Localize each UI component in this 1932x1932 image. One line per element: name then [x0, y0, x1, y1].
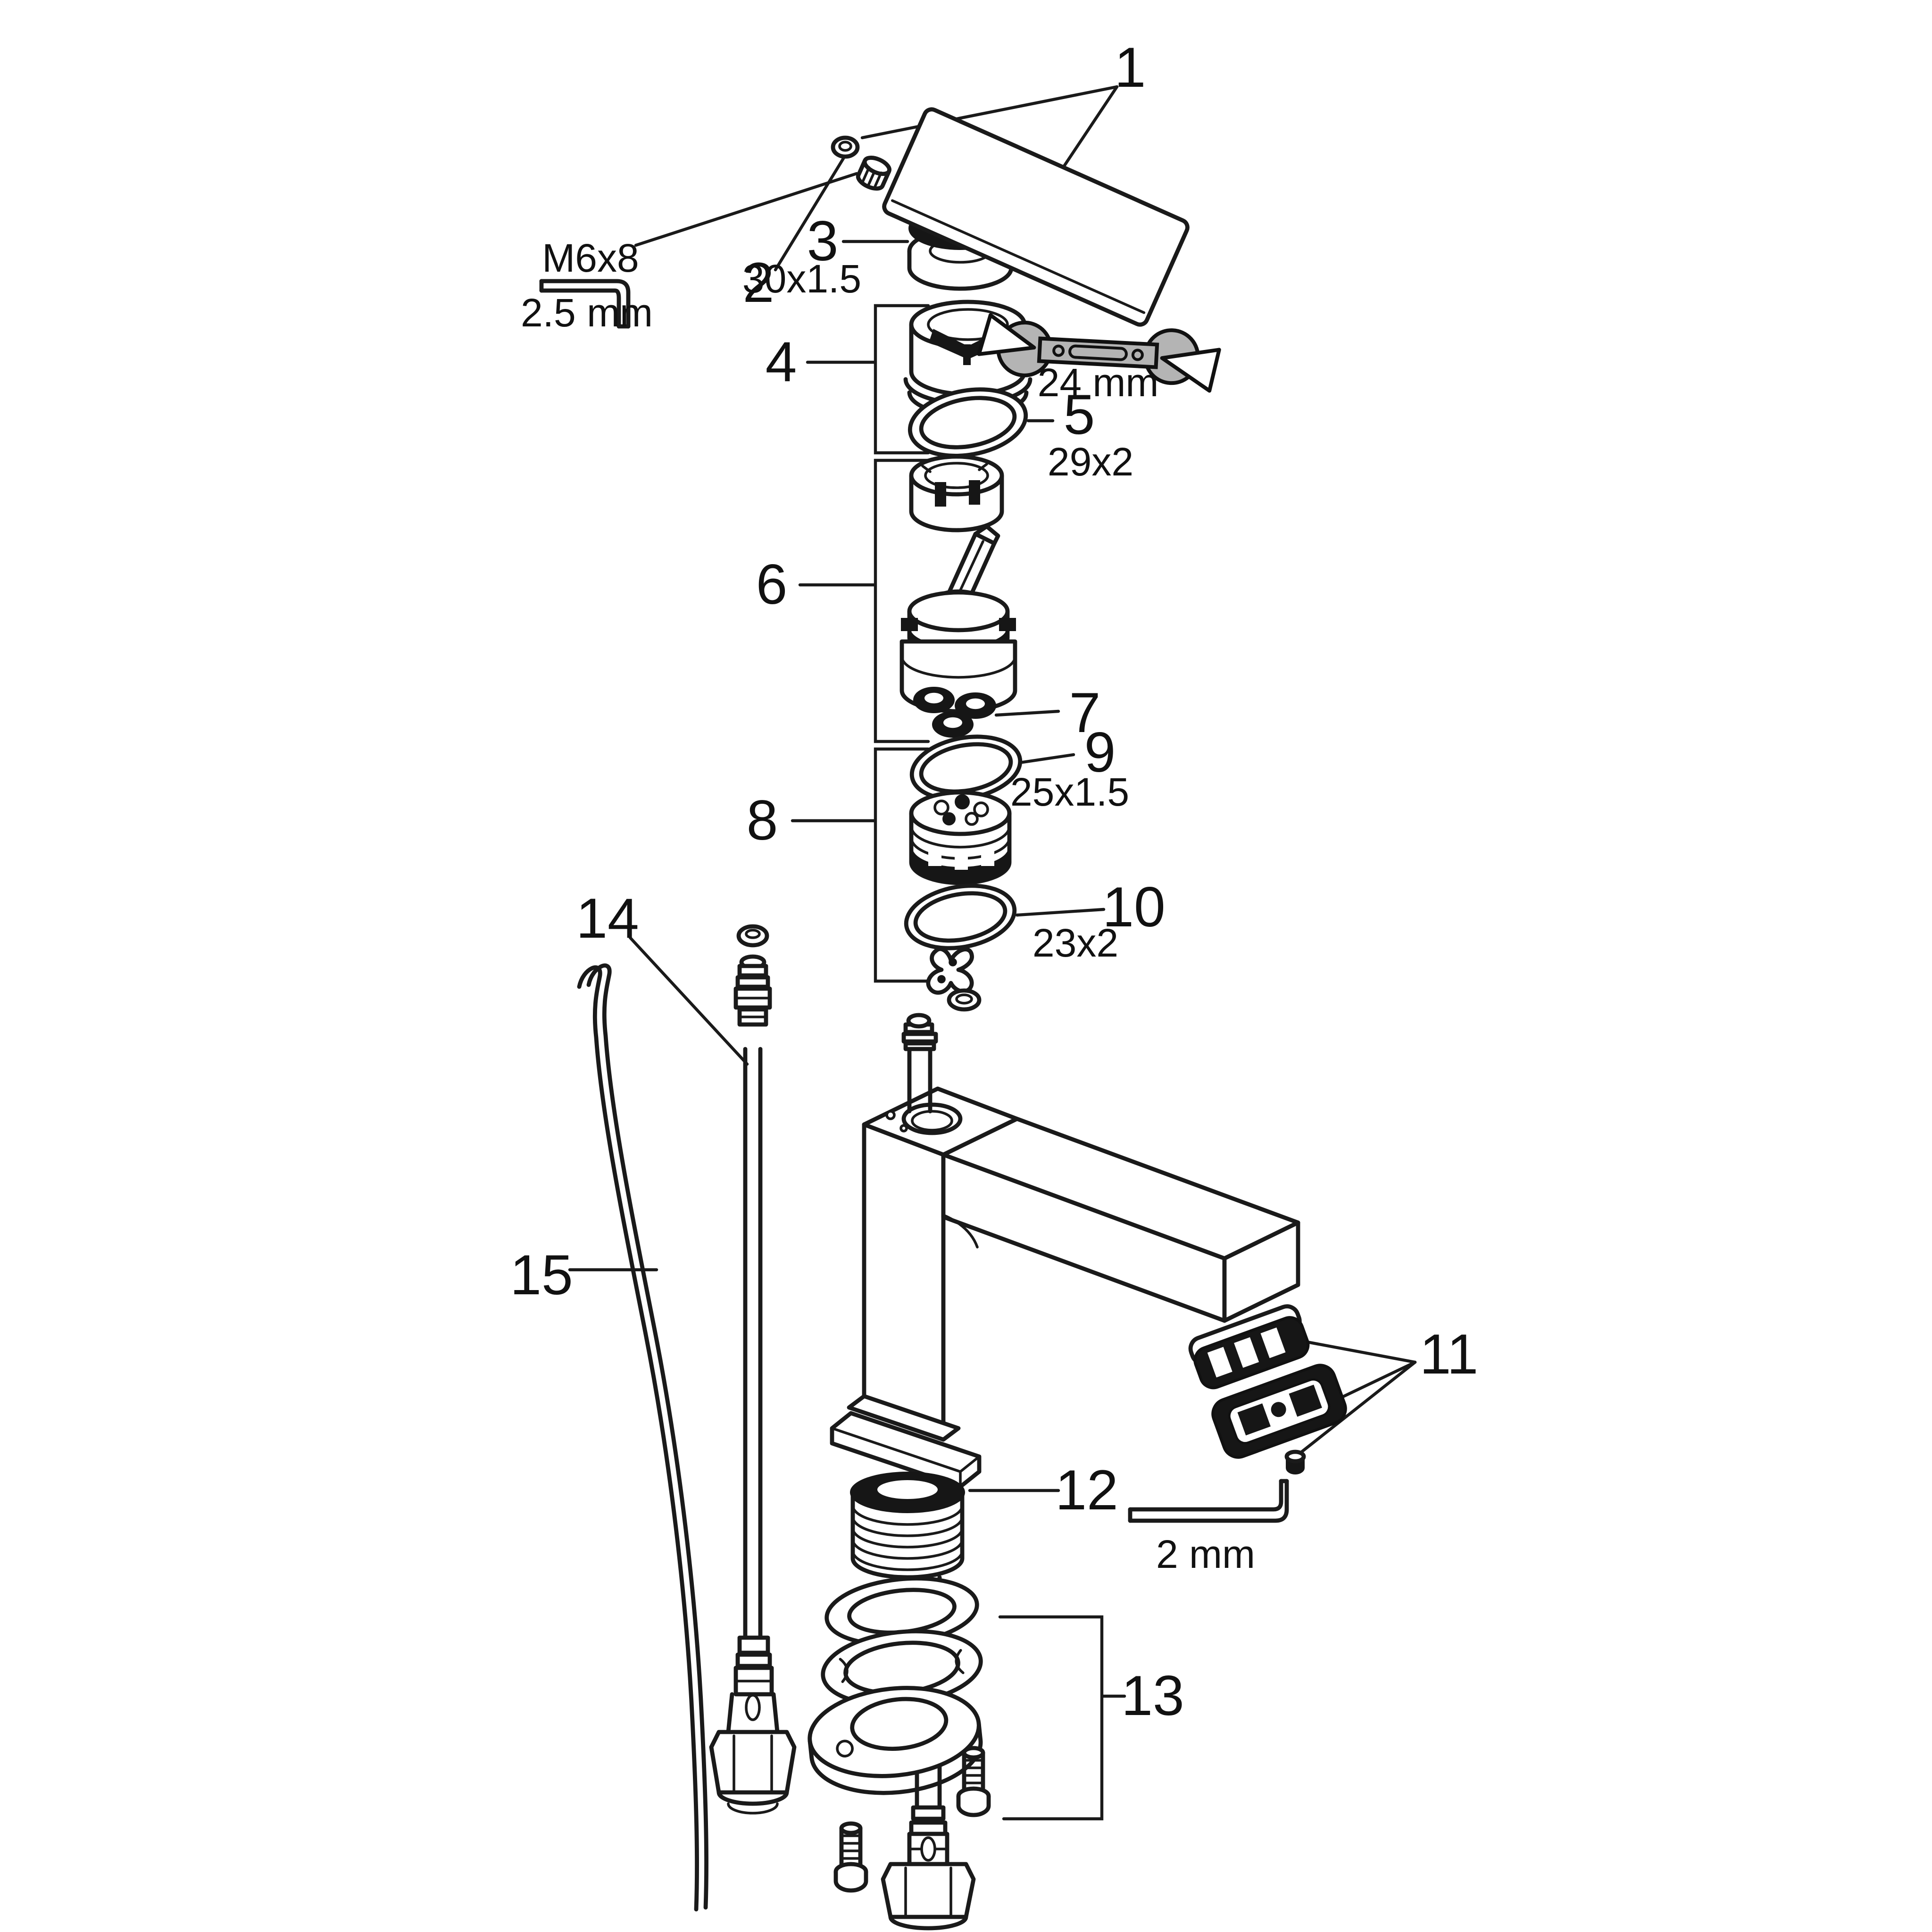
wrench-jaw-left — [977, 313, 1036, 356]
dim-m6x8: M6x8 — [542, 236, 639, 280]
part-label-15: 15 — [510, 1243, 573, 1307]
wrench-24mm-icon — [977, 313, 1221, 393]
part-label-5: 5 — [1064, 383, 1095, 446]
part-6-retaining-ring — [909, 454, 1004, 533]
leader-10 — [1015, 908, 1106, 917]
hex-key-2mm-icon — [1128, 1479, 1289, 1523]
leader-lines — [568, 85, 1417, 1492]
part-2-screw-set — [831, 135, 891, 191]
star-gasket — [926, 947, 974, 995]
dim-30x1-5: 30x1.5 — [742, 257, 861, 301]
leader-11-c — [1296, 1360, 1417, 1457]
part-7-seal-set — [913, 687, 996, 738]
part-9-o-ring — [909, 734, 1023, 801]
brackets — [791, 304, 1126, 1821]
bracket-4 — [806, 304, 930, 455]
part-label-8: 8 — [747, 789, 778, 852]
dim-25x1-5: 25x1.5 — [1010, 770, 1129, 814]
part-label-4: 4 — [766, 330, 797, 393]
part-11-screw — [1284, 1449, 1306, 1474]
part-label-12: 12 — [1055, 1458, 1118, 1522]
part-12-threaded-shank — [850, 1472, 965, 1580]
part-label-3: 3 — [807, 209, 839, 273]
part-10-o-ring — [904, 883, 1017, 950]
part-14-supply-hose — [709, 924, 797, 1815]
dimension-labels: M6x8 2.5 mm 30x1.5 24 mm 29x2 25x1.5 23x… — [521, 236, 1255, 1576]
part-2-grub-screw — [856, 156, 891, 191]
hose-nut — [709, 1730, 797, 1795]
supply-pipe-nut — [881, 1862, 976, 1919]
part-11-spout-inserts — [1188, 1304, 1347, 1474]
leader-m6x8 — [634, 172, 858, 247]
part-8-aerator-unit — [909, 790, 1012, 885]
part-1-lever-handle-plate — [882, 107, 1190, 327]
part-label-11: 11 — [1420, 1323, 1479, 1386]
part-label-1: 1 — [1115, 36, 1146, 99]
hex-key-2-5mm-icon — [539, 279, 631, 329]
leader-2 — [774, 157, 845, 272]
part-label-10: 10 — [1102, 875, 1165, 939]
part-label-7: 7 — [1069, 681, 1101, 744]
wrench-jaw-right — [1160, 348, 1221, 393]
leader-9 — [1021, 753, 1075, 764]
leader-7 — [994, 709, 1060, 717]
faucet-spout-end — [1222, 1220, 1300, 1323]
dim-2-5mm: 2.5 mm — [521, 291, 653, 335]
part-label-13: 13 — [1121, 1664, 1184, 1727]
part-15-pop-up-rod — [577, 963, 708, 1912]
dim-24mm: 24 mm — [1038, 360, 1159, 405]
part-label-14: 14 — [576, 887, 639, 950]
bracket-6 — [798, 458, 930, 743]
leader-1-to-screws — [860, 85, 1119, 140]
stud-screw-right — [956, 1746, 991, 1817]
leader-14 — [628, 936, 749, 1066]
dim-2mm: 2 mm — [1156, 1532, 1255, 1576]
bracket-8 — [791, 747, 930, 983]
bracket-13 — [998, 1615, 1126, 1821]
faucet-body — [830, 1086, 1300, 1489]
supply-pipe-end — [881, 1805, 976, 1931]
faucet-column-front — [862, 1122, 946, 1432]
stud-screw-left — [833, 1821, 868, 1893]
dim-23x2: 23x2 — [1033, 921, 1118, 965]
faucet-base-plinth — [830, 1411, 982, 1489]
mounting-flange — [808, 1686, 983, 1795]
part-label-6: 6 — [756, 553, 788, 616]
part-6-cartridge — [899, 524, 1017, 714]
part-label-9: 9 — [1084, 721, 1116, 784]
dim-29x2: 29x2 — [1048, 440, 1133, 484]
leader-11-a — [1292, 1338, 1417, 1364]
connector-stub — [901, 1013, 938, 1114]
callout-labels: 1 2 3 4 5 6 7 8 9 10 11 12 13 14 15 — [510, 36, 1478, 1727]
mounting-washer — [824, 1576, 979, 1647]
small-ring — [947, 988, 982, 1012]
part-label-2: 2 — [743, 251, 774, 314]
part-5-o-ring — [908, 387, 1028, 458]
faucet-base-skirt — [847, 1394, 961, 1442]
